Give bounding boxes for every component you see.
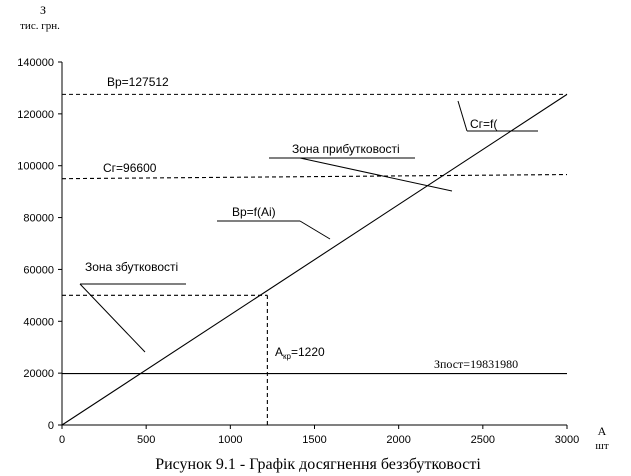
x-tick-label: 2500 <box>471 434 495 446</box>
y-tick-label: 0 <box>48 420 54 432</box>
y-axis-title: З <box>40 3 46 17</box>
y-tick-label: 20000 <box>23 368 54 380</box>
critical-volume-value: =1220 <box>291 345 325 359</box>
loss-zone-label: Зона збутковості <box>85 260 178 274</box>
critical-volume-subscript: кр <box>283 352 292 361</box>
cost-level-label: Сг=96600 <box>103 161 157 175</box>
x-tick-label: 3000 <box>555 434 579 446</box>
critical-volume-prefix: А <box>275 345 283 359</box>
revenue-level-label: Вр=127512 <box>107 75 169 89</box>
plot-lines <box>61 93 568 426</box>
y-ticks: 0 20000 40000 60000 80000 100000 120000 140000 <box>17 57 62 432</box>
x-tick-label: 2000 <box>386 434 410 446</box>
cost-series-line <box>61 173 568 180</box>
annotation-leaders <box>79 100 538 353</box>
y-tick-label: 140000 <box>17 57 54 69</box>
x-tick-label: 500 <box>137 434 155 446</box>
revenue-series-line <box>61 93 568 426</box>
x-tick-label: 0 <box>59 434 65 446</box>
x-axis-units: шт <box>595 440 608 452</box>
cost-series-label: Сг=f( <box>470 117 497 131</box>
y-tick-label: 60000 <box>23 264 54 276</box>
profit-zone-label: Зона прибутковості <box>292 142 400 156</box>
x-axis-title: А <box>598 424 607 438</box>
y-tick-label: 40000 <box>23 316 54 328</box>
critical-volume-label: Акр=1220 <box>275 345 325 361</box>
y-tick-label: 120000 <box>17 109 54 121</box>
revenue-series-label: Вр=f(Ai) <box>232 205 276 219</box>
fixed-cost-label: Зпост=19831980 <box>434 357 518 371</box>
x-tick-label: 1500 <box>302 434 326 446</box>
x-ticks: 0 500 1000 1500 2000 2500 3000 <box>59 425 579 446</box>
y-tick-label: 80000 <box>23 213 54 225</box>
y-tick-label: 100000 <box>17 161 54 173</box>
y-axis-units: тис. грн. <box>20 20 60 32</box>
figure-caption: Рисунок 9.1 - Графік досягнення беззбутк… <box>155 456 481 473</box>
x-tick-label: 1000 <box>218 434 242 446</box>
